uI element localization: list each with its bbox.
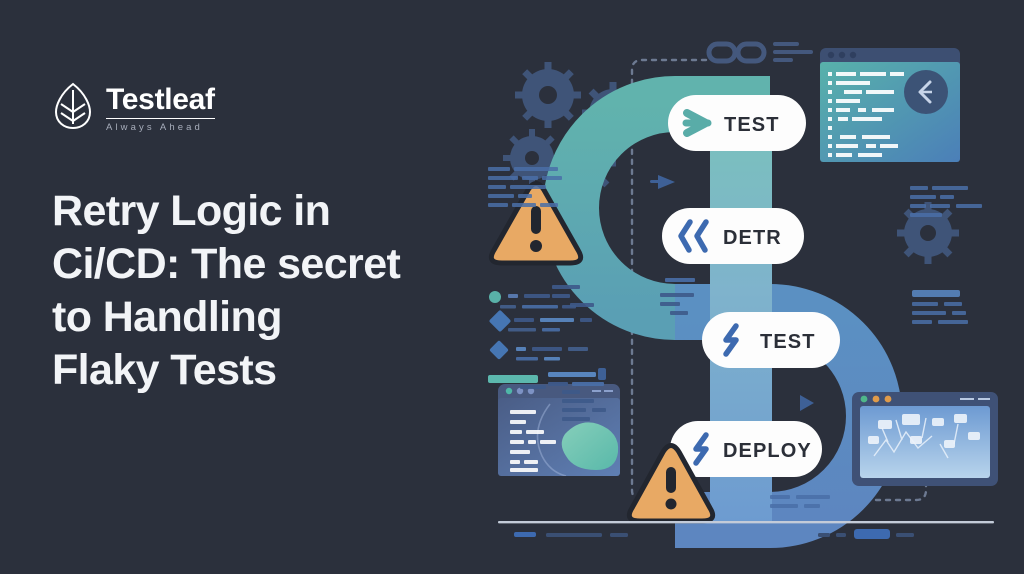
headline-line-2: Ci/CD: The secret	[52, 239, 401, 288]
page-title: Retry Logic in Ci/CD: The secret to Hand…	[52, 185, 462, 397]
stage-label-1: TEST	[724, 114, 780, 136]
stage-label-4: DEPLOY	[723, 440, 812, 462]
decor-code-lines-mid	[520, 278, 695, 421]
stage-pill-test-2[interactable]: TEST	[702, 312, 840, 368]
chain-link-icon	[706, 41, 767, 64]
code-window-top-right[interactable]	[820, 48, 960, 162]
window-controls	[592, 390, 613, 392]
stage-label-3: TEST	[760, 331, 816, 353]
blob-shape-icon	[561, 422, 619, 470]
decor-arrow-glyphs	[598, 175, 814, 411]
baseline-rule	[498, 521, 994, 539]
top-right-code-lines	[773, 42, 813, 62]
window-dots	[827, 51, 857, 59]
window-dots	[860, 395, 892, 403]
code-chevron-icon	[904, 70, 948, 114]
code-lines	[828, 72, 904, 157]
leaf-icon	[52, 82, 94, 135]
decor-code-lines-left	[488, 167, 604, 386]
brand-name: Testleaf	[106, 82, 215, 116]
chevron-arrow-icon	[682, 109, 712, 137]
stage-pill-detr[interactable]: DETR	[662, 208, 804, 264]
logo-divider	[106, 117, 215, 119]
stage-pill-test-1[interactable]: TEST	[668, 95, 806, 151]
decor-code-lines-right	[770, 186, 982, 508]
headline-line-1: Retry Logic in	[52, 187, 331, 235]
warning-triangle-icon-1	[488, 181, 584, 266]
stage-pill-deploy[interactable]: DEPLOY	[670, 421, 822, 477]
code-window-bottom-left[interactable]	[498, 384, 620, 476]
brand-logo: Testleaf Always Ahead	[52, 82, 215, 135]
warning-triangle-icon-2	[626, 443, 716, 524]
window-dots	[505, 387, 535, 395]
window-controls	[960, 398, 990, 400]
brand-tagline: Always Ahead	[106, 122, 203, 133]
network-nodes-icon	[868, 414, 980, 459]
network-window-bottom-right[interactable]	[852, 392, 998, 486]
code-lines	[510, 410, 556, 472]
headline-line-4: Flaky Tests	[52, 345, 277, 394]
lightning-bolt-icon	[693, 432, 709, 466]
headline-line-3: to Handling	[52, 292, 282, 341]
illustration: TEST DETR TEST DEPLOY	[470, 0, 1024, 574]
double-zigzag-icon	[678, 219, 709, 253]
lightning-bolt-icon	[723, 323, 739, 357]
gear-right-icon	[897, 202, 959, 264]
stage-label-2: DETR	[723, 227, 782, 249]
